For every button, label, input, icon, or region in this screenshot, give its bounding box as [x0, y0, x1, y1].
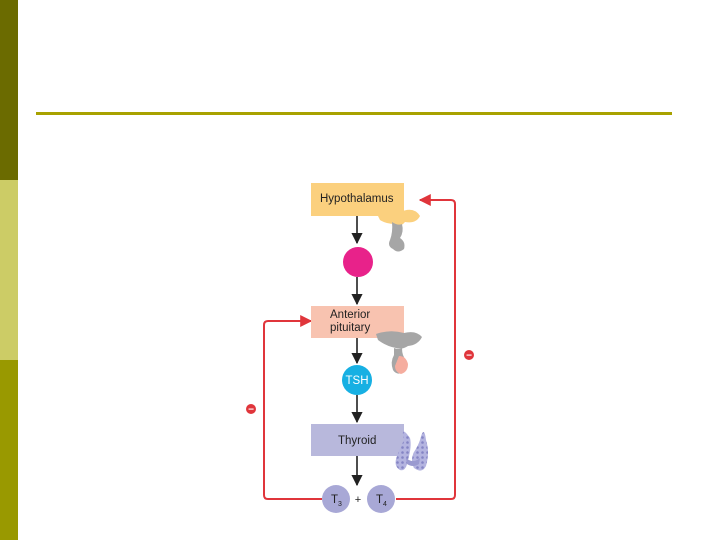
thyroid-gland-icon — [395, 431, 428, 471]
pituitary-gland-icon — [376, 331, 422, 374]
feedback-loop-to-hypothalamus — [396, 194, 456, 500]
sidebar-accent-middle — [0, 180, 18, 360]
tsh-circle — [342, 365, 372, 395]
trh-circle — [343, 247, 373, 277]
plus-sign: + — [355, 494, 361, 506]
thyroid-label: Thyroid — [338, 435, 376, 447]
feedback-loop-to-pituitary — [263, 315, 322, 500]
t4-label: T4 — [376, 494, 387, 508]
sidebar-accent-top — [0, 0, 18, 180]
inhibition-sign-left-label: − — [248, 405, 254, 416]
hypothalamus-gland-icon — [376, 209, 420, 252]
tsh-label: TSH — [346, 375, 369, 387]
t3-circle — [322, 485, 350, 513]
title-rule — [36, 112, 672, 115]
t4-circle — [367, 485, 395, 513]
pituitary-label-line1: Anterior — [330, 309, 370, 321]
pituitary-label-line2: pituitary — [330, 322, 371, 334]
hypothalamus-label: Hypothalamus — [320, 193, 394, 205]
inhibition-sign-left — [246, 404, 256, 414]
sidebar-accent-bottom — [0, 360, 18, 540]
inhibition-sign-right — [464, 350, 474, 360]
inhibition-sign-right-label: − — [466, 351, 472, 362]
thyroid-box — [311, 424, 404, 456]
t3-label: T3 — [331, 494, 342, 508]
